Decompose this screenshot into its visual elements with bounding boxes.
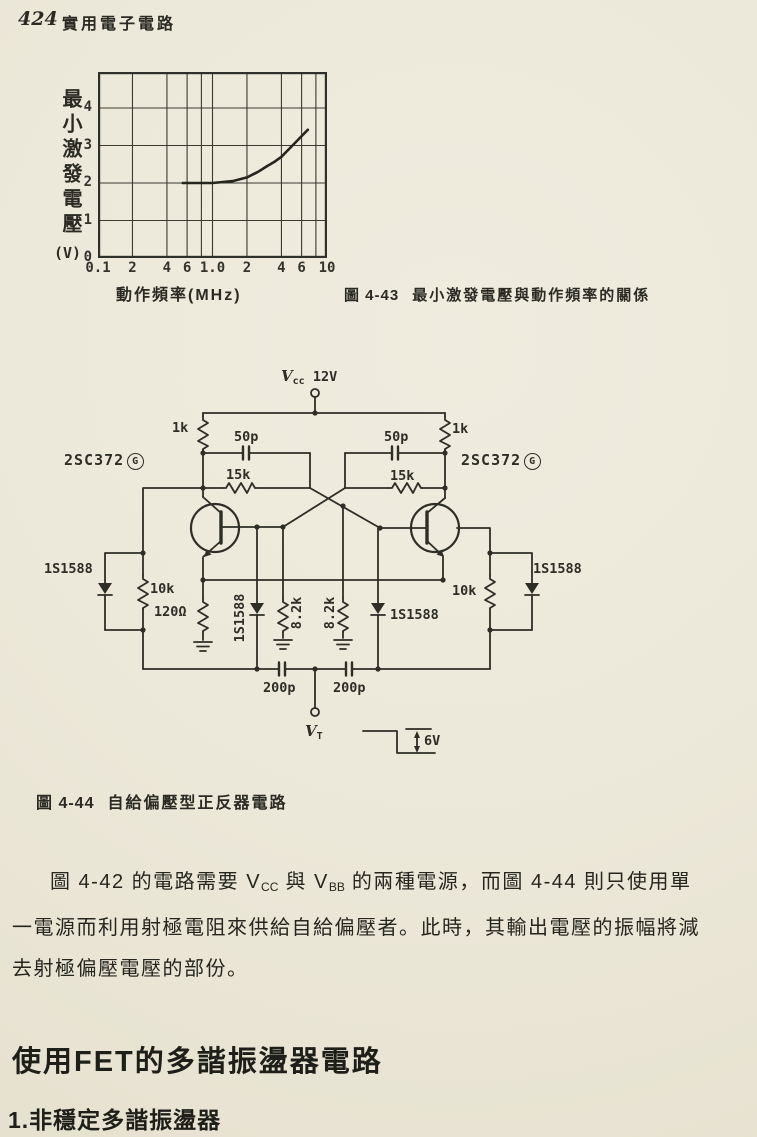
x-tick-label: 1.0 (199, 260, 226, 276)
y-tick-label: 3 (83, 136, 92, 153)
body-paragraph: 圖 4-42 的電路需要 VCC 與 VBB 的兩種電源，而圖 4-44 則只使… (12, 862, 754, 990)
emitter-arrow-right (436, 549, 444, 557)
emitter-arrow-left (204, 549, 212, 557)
fig44-caption-text: 自給偏壓型正反器電路 (107, 795, 288, 812)
y-axis-ticks: 0 1 2 3 4 (70, 72, 92, 265)
transistor-left (189, 502, 241, 554)
resistor-15k-left-label: 15k (226, 467, 251, 483)
fig43-chart (98, 72, 327, 258)
cap-50p-right-label: 50p (384, 429, 409, 445)
cap-200p-right-label: 200p (333, 680, 366, 696)
chart-border (98, 72, 327, 258)
resistor-120ohm-label: 120Ω (154, 604, 187, 620)
vt-terminal (310, 707, 320, 717)
diode-outer-left-label: 1S1588 (44, 561, 93, 577)
paragraph-line-3: 去射極偏壓電壓的部份。 (12, 958, 249, 980)
book-title: 實用電子電路 (62, 16, 177, 33)
grade-circle-right: G (524, 453, 542, 470)
cap-200p-left-label: 200p (263, 680, 296, 696)
fig43-caption-label: 圖 4-43 (344, 287, 400, 304)
fig44-caption: 圖 4-44 自給偏壓型正反器電路 (36, 789, 288, 813)
fig44-schematic (97, 388, 540, 754)
cap-50p-left-label: 50p (234, 429, 259, 445)
x-tick-label: 0.1 (85, 260, 111, 276)
resistor-15k-right-label: 15k (390, 468, 415, 484)
diode-inner-right-label: 1S1588 (390, 607, 439, 623)
resistor-82k-left-label: 8.2k (289, 596, 305, 630)
resistor-10k-left-label: 10k (150, 581, 175, 597)
section-heading: 使用FET的多諧振盪器電路 (12, 1046, 383, 1078)
resistor-1k-right-label: 1k (452, 421, 469, 437)
y-tick-label: 4 (83, 99, 92, 115)
paragraph-line-2: 一電源而利用射極電阻來供給自給偏壓者。此時，其輸出電壓的振幅將減 (12, 917, 700, 939)
chart-gridlines (98, 72, 327, 258)
fig43-caption: 圖 4-43 最小激發電壓與動作頻率的關係 (344, 284, 650, 305)
resistor-10k-right-label: 10k (452, 583, 477, 599)
x-tick-label: 10 (318, 260, 336, 276)
resistor-82k-right-label: 8.2k (322, 596, 338, 630)
pulse-waveform (362, 728, 436, 754)
y-axis-unit: (V) (54, 244, 82, 262)
x-tick-label: 2 (242, 260, 252, 276)
x-axis-title: 動作頻率(MHz) (116, 287, 242, 304)
x-tick-label: 6 (297, 260, 306, 276)
x-tick-label: 4 (277, 260, 286, 276)
pulse-amplitude-label: 6V (424, 733, 441, 749)
diode-outer-right-label: 1S1588 (533, 561, 582, 577)
y-tick-label: 1 (83, 211, 92, 228)
vcc-terminal (310, 388, 320, 398)
page-number: 424 (18, 8, 58, 30)
vt-label: VT (305, 722, 323, 742)
diode-inner-left-label: 1S1588 (232, 593, 248, 643)
chart-curve (181, 128, 310, 185)
y-axis-title: 最小激發電壓 (59, 88, 81, 238)
fig44-caption-label: 圖 4-44 (36, 795, 95, 812)
x-tick-label: 6 (182, 260, 192, 276)
paragraph-line-1: 圖 4-42 的電路需要 VCC 與 VBB 的兩種電源，而圖 4-44 則只使… (50, 871, 692, 894)
section-subheading: 1.非穩定多諧振盪器 (8, 1107, 222, 1133)
grade-circle-left: G (127, 453, 145, 470)
vcc-label: Vcc 12V (281, 367, 338, 387)
x-tick-label: 4 (162, 260, 172, 276)
resistor-1k-left-label: 1k (172, 420, 189, 436)
fig43-caption-text: 最小激發電壓與動作頻率的關係 (412, 287, 651, 304)
y-tick-label: 0 (83, 249, 92, 265)
x-tick-label: 2 (128, 260, 137, 276)
y-tick-label: 2 (83, 174, 92, 190)
